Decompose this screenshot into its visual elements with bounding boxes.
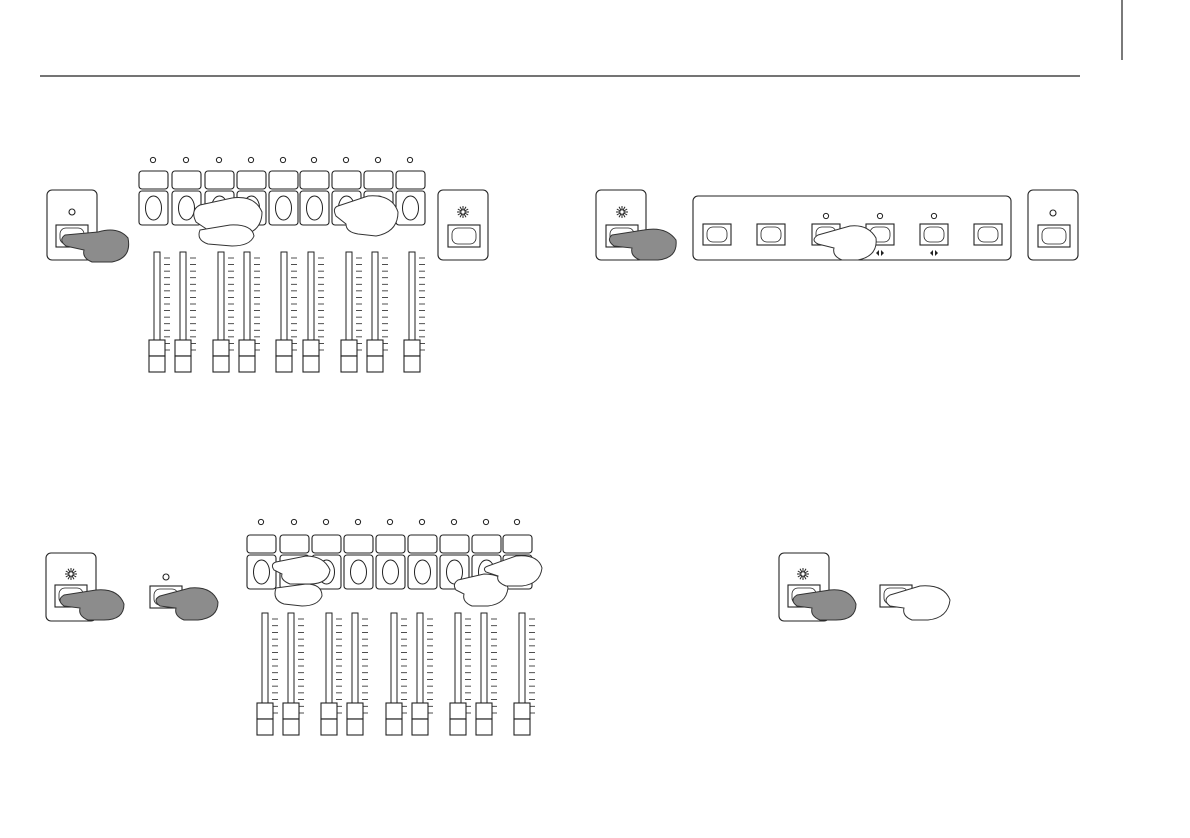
fader-knob-base bbox=[412, 719, 428, 735]
fader-knob-base bbox=[476, 719, 492, 735]
led-icon bbox=[323, 519, 328, 524]
fader-knob[interactable] bbox=[276, 340, 292, 356]
fader-knob[interactable] bbox=[303, 340, 319, 356]
figure-fader-bank-top bbox=[47, 157, 488, 372]
fader-knob[interactable] bbox=[175, 340, 191, 356]
channel-flash-key[interactable] bbox=[344, 535, 373, 553]
led-icon bbox=[248, 157, 253, 162]
led-icon bbox=[150, 157, 155, 162]
fader-knob-base bbox=[175, 356, 191, 372]
fader-knob-base bbox=[367, 356, 383, 372]
led-icon bbox=[280, 157, 285, 162]
led-icon bbox=[183, 157, 188, 162]
fader-knob[interactable] bbox=[412, 703, 428, 719]
hand-icon bbox=[194, 198, 262, 246]
flash-core bbox=[801, 572, 805, 576]
channel-flash-key[interactable] bbox=[247, 535, 276, 553]
fader-knob-base bbox=[386, 719, 402, 735]
channel-flash-key[interactable] bbox=[396, 171, 425, 189]
fader-knob-base bbox=[341, 356, 357, 372]
fader-knob-base bbox=[303, 356, 319, 372]
led-icon bbox=[387, 519, 392, 524]
channel-flash-key[interactable] bbox=[503, 535, 532, 553]
channel-flash-key[interactable] bbox=[172, 171, 201, 189]
led-icon bbox=[163, 574, 169, 580]
channel-flash-key[interactable] bbox=[237, 171, 266, 189]
fader-knob-base bbox=[404, 356, 420, 372]
fader-knob[interactable] bbox=[386, 703, 402, 719]
led-icon bbox=[291, 519, 296, 524]
led-icon bbox=[216, 157, 221, 162]
figure-two-button bbox=[779, 553, 950, 621]
channel-flash-key[interactable] bbox=[139, 171, 168, 189]
channel-flash-key[interactable] bbox=[312, 535, 341, 553]
led-icon bbox=[931, 213, 936, 218]
flash-core bbox=[620, 210, 624, 214]
fader-knob[interactable] bbox=[514, 703, 530, 719]
fader-knob-base bbox=[283, 719, 299, 735]
figure-function-panel bbox=[596, 190, 1078, 260]
channel-flash-key[interactable] bbox=[205, 171, 234, 189]
channel-flash-key[interactable] bbox=[300, 171, 329, 189]
fader-knob[interactable] bbox=[239, 340, 255, 356]
channel-flash-key[interactable] bbox=[472, 535, 501, 553]
channel-flash-key[interactable] bbox=[376, 535, 405, 553]
channel-flash-key[interactable] bbox=[440, 535, 469, 553]
fader-knob[interactable] bbox=[149, 340, 165, 356]
channel-flash-key[interactable] bbox=[332, 171, 361, 189]
led-icon bbox=[823, 213, 828, 218]
led-icon bbox=[355, 519, 360, 524]
fader-knob[interactable] bbox=[404, 340, 420, 356]
fader-knob-base bbox=[149, 356, 165, 372]
led-icon bbox=[877, 213, 882, 218]
led-icon bbox=[311, 157, 316, 162]
fader-knob[interactable] bbox=[367, 340, 383, 356]
fader-knob[interactable] bbox=[347, 703, 363, 719]
channel-flash-key[interactable] bbox=[408, 535, 437, 553]
fader-knob-base bbox=[321, 719, 337, 735]
led-icon bbox=[451, 519, 456, 524]
led-icon bbox=[514, 519, 519, 524]
fader-knob-base bbox=[514, 719, 530, 735]
fader-knob[interactable] bbox=[476, 703, 492, 719]
channel-flash-key[interactable] bbox=[280, 535, 309, 553]
led-icon bbox=[343, 157, 348, 162]
fader-knob[interactable] bbox=[341, 340, 357, 356]
mode-unit-right-b bbox=[1028, 190, 1078, 260]
fader-knob[interactable] bbox=[283, 703, 299, 719]
flash-core bbox=[461, 210, 465, 214]
figure-fader-bank-bottom bbox=[46, 519, 542, 735]
channel-flash-key[interactable] bbox=[364, 171, 393, 189]
fader-knob[interactable] bbox=[450, 703, 466, 719]
led-icon bbox=[407, 157, 412, 162]
channel-flash-key[interactable] bbox=[269, 171, 298, 189]
fader-knob-base bbox=[213, 356, 229, 372]
fader-knob-base bbox=[239, 356, 255, 372]
fader-knob[interactable] bbox=[213, 340, 229, 356]
fader-knob[interactable] bbox=[257, 703, 273, 719]
fader-knob-base bbox=[257, 719, 273, 735]
mode-unit-right bbox=[438, 190, 488, 260]
led-icon bbox=[483, 519, 488, 524]
fader-knob[interactable] bbox=[321, 703, 337, 719]
fader-knob-base bbox=[276, 356, 292, 372]
fader-knob-base bbox=[450, 719, 466, 735]
flash-core bbox=[69, 572, 73, 576]
led-icon bbox=[258, 519, 263, 524]
led-icon bbox=[419, 519, 424, 524]
fader-knob-base bbox=[347, 719, 363, 735]
led-icon bbox=[375, 157, 380, 162]
